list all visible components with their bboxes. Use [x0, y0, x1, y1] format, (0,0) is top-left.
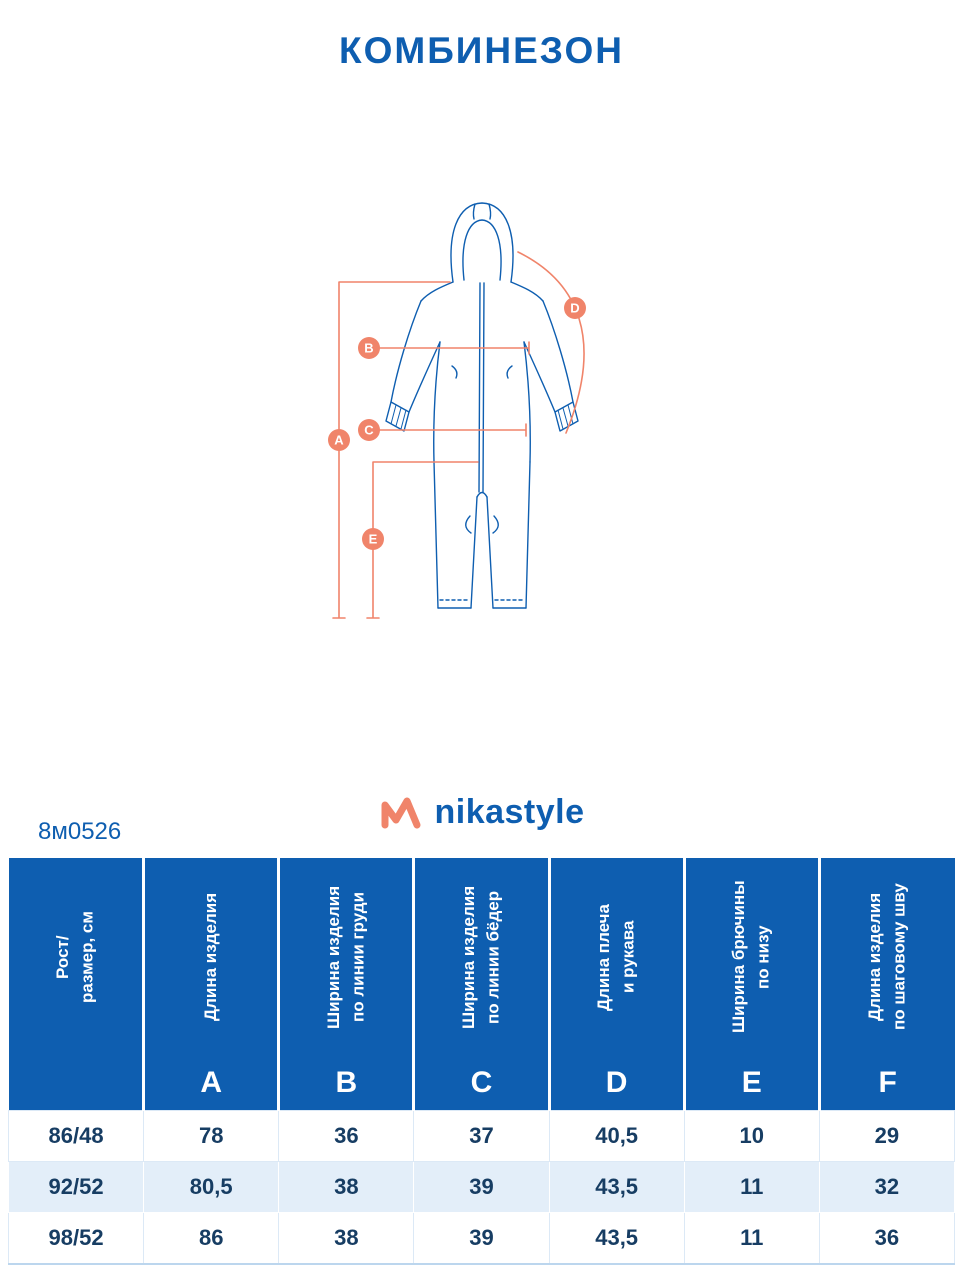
- size-cell: 98/52: [7, 1212, 145, 1264]
- column-label-d: Длина плеча и рукава: [593, 903, 638, 1011]
- column-letter-b: B: [335, 1066, 358, 1099]
- garment-outline: [384, 202, 579, 609]
- marker-c: C: [357, 419, 380, 441]
- measure-line-c: [360, 423, 527, 437]
- value-cell: 36: [818, 1212, 956, 1264]
- value-cell: 43,5: [548, 1212, 685, 1264]
- size-cell: 92/52: [7, 1161, 145, 1213]
- value-cell: 32: [818, 1161, 956, 1213]
- svg-text:B: B: [364, 341, 373, 356]
- header-cell-b: Ширина изделия по линии груди B: [278, 858, 416, 1111]
- size-table: Рост/ размер, см Длина изделия A Ширина …: [7, 858, 956, 1265]
- value-cell: 36: [278, 1110, 415, 1162]
- column-letter-c: C: [470, 1066, 493, 1099]
- column-label-c: Ширина изделия по линии бёдер: [458, 885, 503, 1029]
- table-row: 98/52 86 38 39 43,5 11 36: [7, 1212, 956, 1264]
- brand-logo: nikastyle: [0, 792, 963, 832]
- column-label-a: Длина изделия: [200, 892, 220, 1022]
- marker-d: D: [563, 297, 586, 319]
- size-table-header-row: Рост/ размер, см Длина изделия A Ширина …: [8, 858, 955, 1111]
- value-cell: 10: [683, 1110, 820, 1162]
- value-cell: 38: [278, 1212, 415, 1264]
- brand-logo-icon: [381, 797, 421, 829]
- measure-line-a: [331, 281, 451, 619]
- value-cell: 29: [818, 1110, 956, 1162]
- zipper-line: [477, 282, 485, 493]
- value-cell: 40,5: [548, 1110, 685, 1162]
- value-cell: 11: [683, 1212, 820, 1264]
- measurement-markers: A B C D E: [327, 297, 586, 550]
- value-cell: 86: [143, 1212, 280, 1264]
- table-row: 92/52 80,5 38 39 43,5 11 32: [7, 1161, 956, 1213]
- marker-b: B: [357, 337, 380, 359]
- column-letter-e: E: [741, 1066, 762, 1099]
- column-letter-f: F: [878, 1066, 897, 1099]
- value-cell: 43,5: [548, 1161, 685, 1213]
- header-cell-size: Рост/ размер, см: [8, 858, 146, 1111]
- header-cell-d: Длина плеча и рукава D: [549, 858, 686, 1111]
- marker-e: E: [361, 528, 384, 550]
- header-cell-a: Длина изделия A: [143, 858, 281, 1111]
- marker-a: A: [327, 429, 350, 451]
- column-label-b: Ширина изделия по линии груди: [323, 885, 368, 1029]
- svg-text:A: A: [334, 433, 344, 448]
- measure-line-d: [516, 251, 585, 434]
- header-cell-c: Ширина изделия по линии бёдер C: [413, 858, 551, 1111]
- value-cell: 80,5: [143, 1161, 280, 1213]
- header-cell-e: Ширина брючины по низу E: [684, 858, 821, 1111]
- measure-line-b: [360, 341, 530, 355]
- svg-text:E: E: [368, 532, 377, 547]
- column-letter-d: D: [605, 1066, 628, 1099]
- value-cell: 39: [413, 1212, 550, 1264]
- value-cell: 38: [278, 1161, 415, 1213]
- value-cell: 11: [683, 1161, 820, 1213]
- value-cell: 78: [143, 1110, 280, 1162]
- size-cell: 86/48: [7, 1110, 145, 1162]
- column-label-f: Длина изделия по шаговому шву: [865, 883, 909, 1031]
- garment-diagram: A B C D E: [327, 202, 586, 619]
- svg-text:D: D: [570, 301, 579, 316]
- garment-figure: A B C D E: [0, 190, 963, 650]
- svg-text:C: C: [364, 423, 374, 438]
- table-row: 86/48 78 36 37 40,5 10 29: [7, 1110, 956, 1162]
- header-cell-f: Длина изделия по шаговому шву F: [819, 858, 955, 1111]
- page-title: КОМБИНЕЗОН: [339, 30, 624, 71]
- value-cell: 39: [413, 1161, 550, 1213]
- value-cell: 37: [413, 1110, 550, 1162]
- column-label-e: Ширина брючины по низу: [729, 880, 773, 1034]
- model-code: 8м0526: [38, 818, 122, 845]
- column-label-size: Рост/ размер, см: [52, 911, 97, 1003]
- brand-logo-text: nikastyle: [434, 792, 585, 831]
- column-letter-a: A: [200, 1066, 223, 1099]
